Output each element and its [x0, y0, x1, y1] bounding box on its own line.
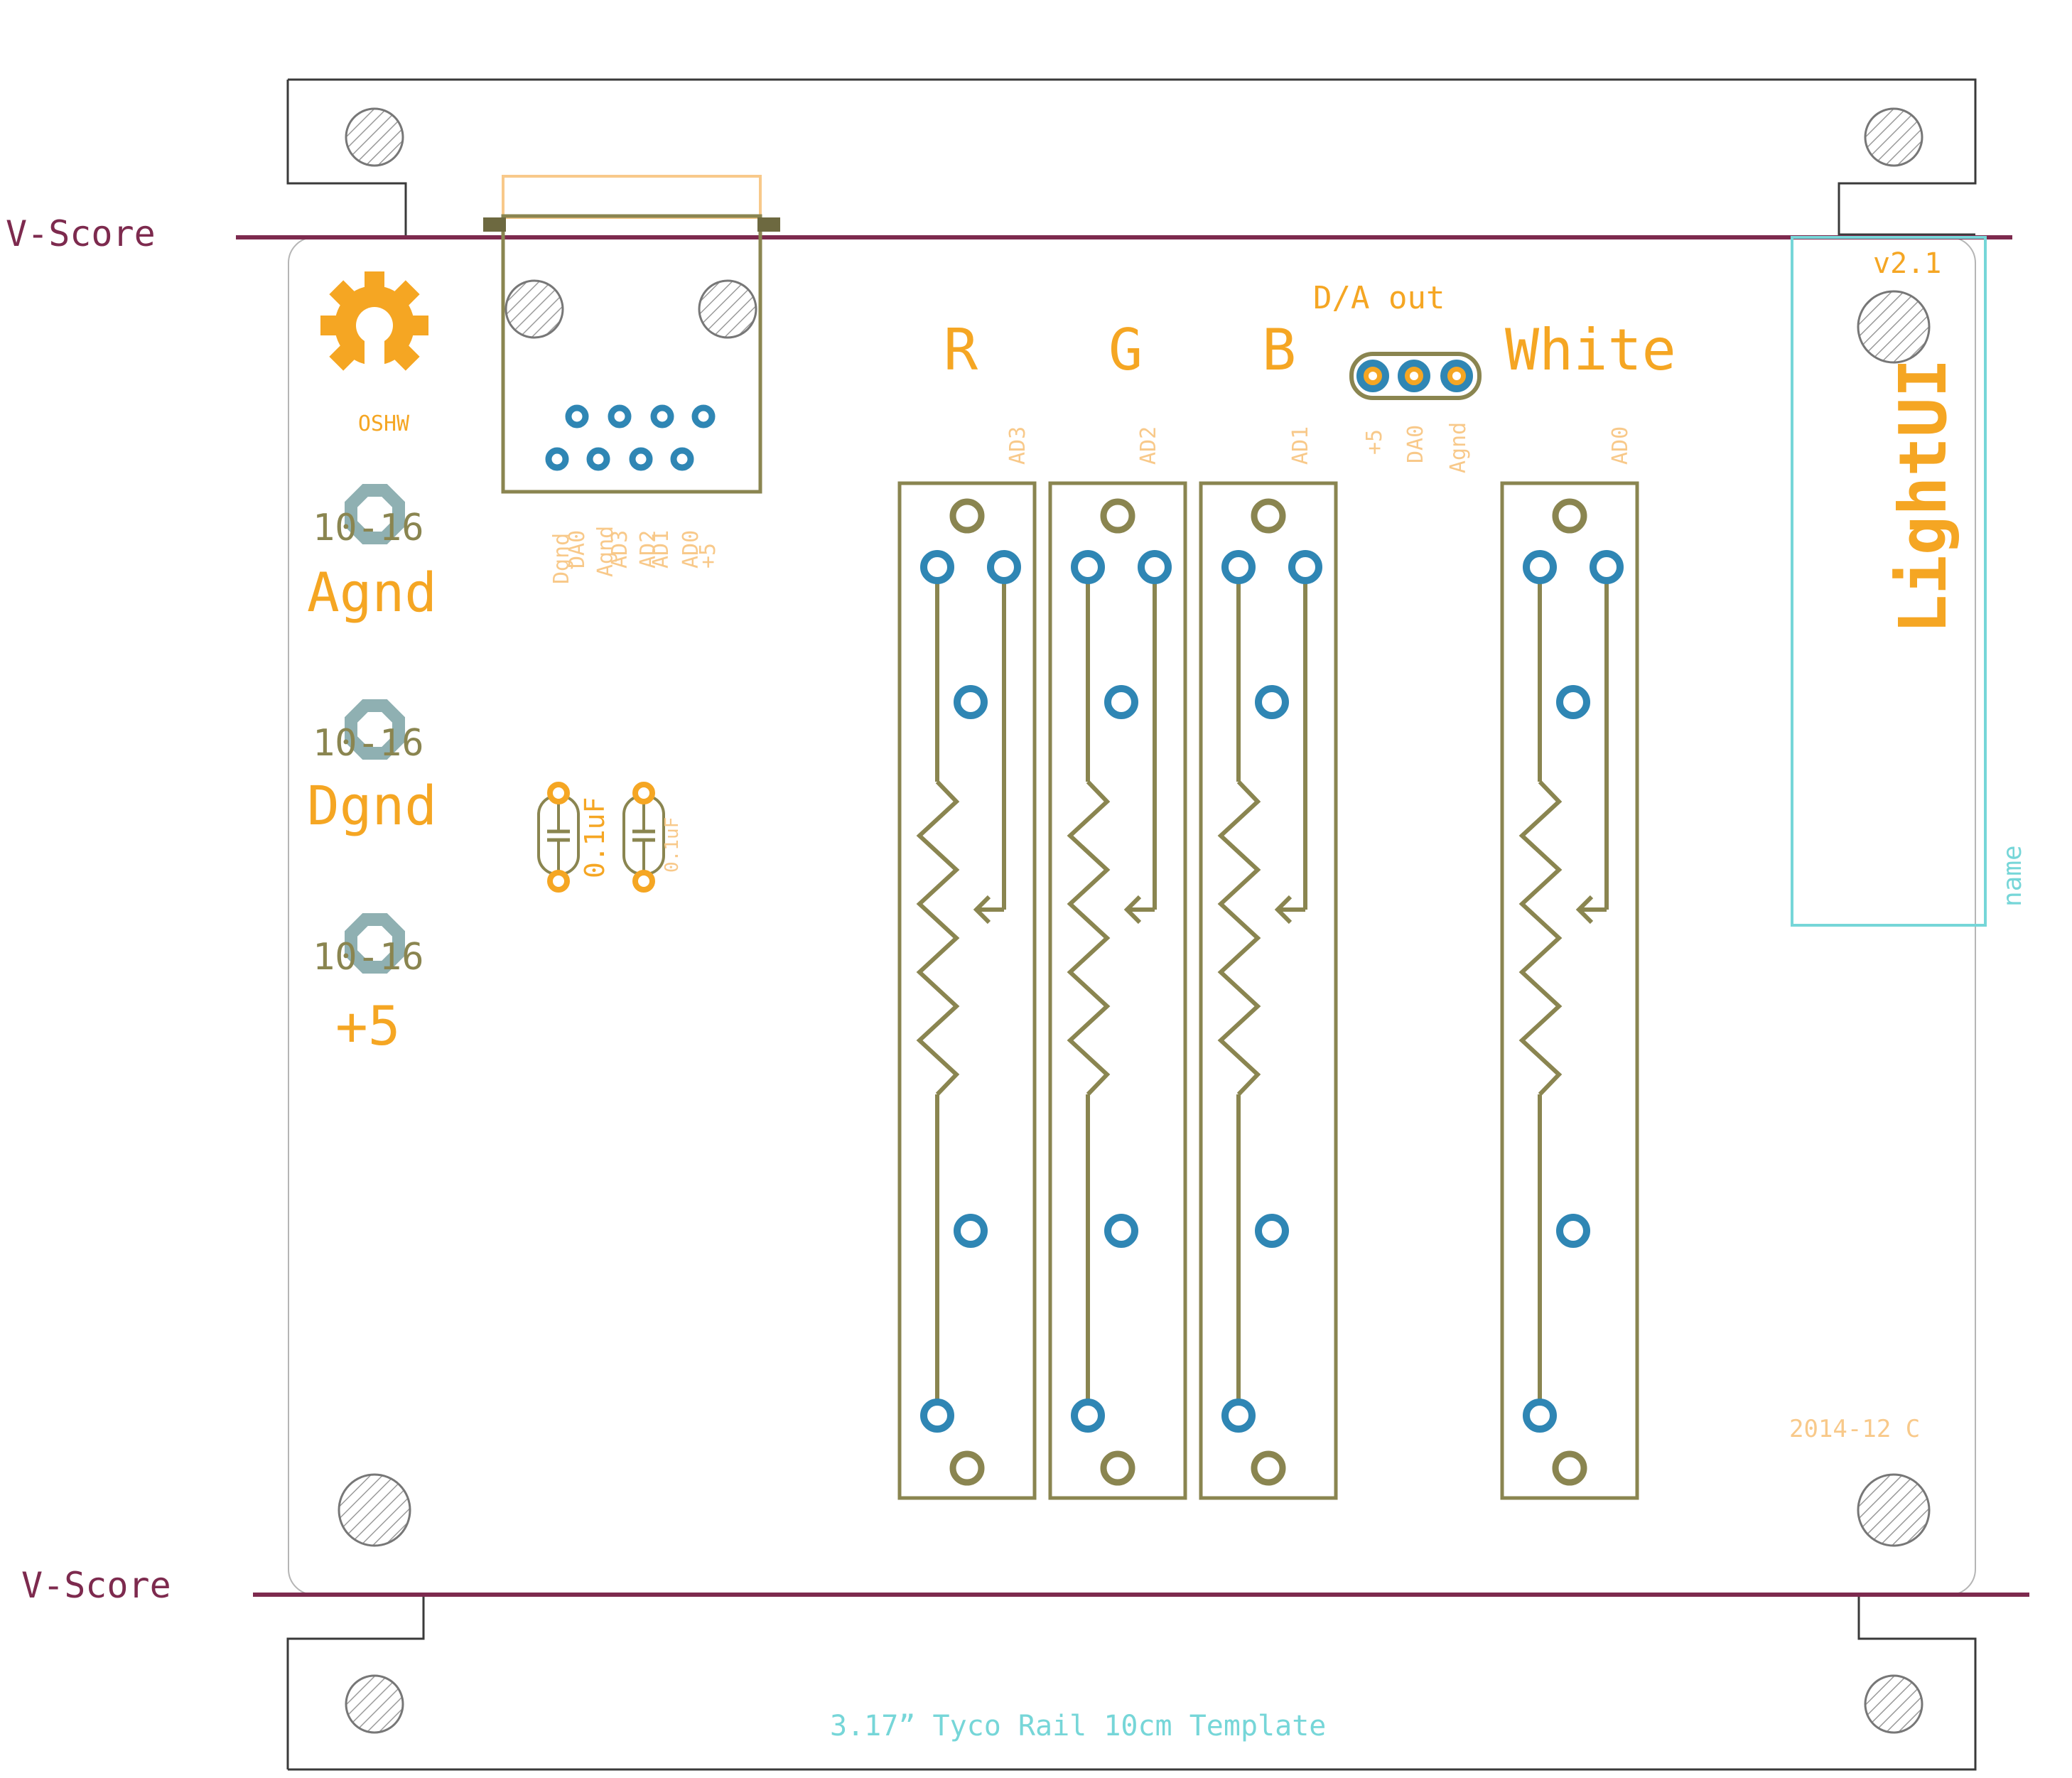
oshw-label: OSHW	[358, 411, 410, 436]
date-code: 2014-12 C	[1789, 1415, 1920, 1443]
template-label: 3.17” Tyco Rail 10cm Template	[830, 1710, 1326, 1742]
capacitor-c1: 0.1uF	[537, 782, 610, 893]
connector-pin-label: AD3	[608, 530, 632, 569]
slider-channel-label: G	[1108, 317, 1143, 383]
connector-pin-label: Dgnd	[549, 533, 574, 584]
mounting-holes	[338, 107, 1931, 1734]
slider-signal-label: AD1	[1288, 426, 1313, 465]
slider-signal-label: AD2	[1136, 426, 1161, 465]
terminal-5v: 10-16 +5	[313, 913, 424, 1057]
mount-hole	[1864, 107, 1923, 167]
slider-signal-label: AD3	[1005, 426, 1030, 465]
connector-pin-label: AD2	[636, 530, 661, 569]
mount-hole	[504, 279, 564, 339]
mount-hole	[698, 279, 757, 339]
connector-pin-label: AD0	[679, 530, 703, 569]
mount-hole	[1857, 290, 1931, 364]
connector-pin-label: +5	[696, 543, 721, 569]
terminal-label: Agnd	[307, 561, 437, 624]
capacitor-c2: 0.1uF	[622, 782, 683, 893]
terminal-code: 10-16	[313, 722, 424, 765]
header-pin-label: DA0	[1403, 425, 1428, 463]
v-score-label-top: V-Score	[6, 213, 156, 254]
terminal-code: 10-16	[313, 507, 424, 549]
mount-hole	[338, 1473, 411, 1547]
label-box: v2.1 LightUI name	[1791, 236, 2027, 927]
oshw-logo-icon	[320, 271, 428, 371]
top-rail-tab	[286, 78, 1977, 236]
header-pin-label: +5	[1362, 429, 1387, 455]
bottom-rail-tab	[286, 1596, 1977, 1771]
terminal-label: Dgnd	[307, 774, 437, 837]
da-out-header: D/A out +5 DA0 Agnd	[1313, 280, 1482, 473]
mount-hole	[345, 1674, 404, 1734]
mount-hole	[1857, 1473, 1931, 1547]
connector-pin-label: Agnd	[593, 526, 618, 577]
version-label: v2.1	[1873, 247, 1941, 280]
slider-g: G AD2	[1048, 317, 1187, 1500]
connector-pin-labels: Dgnd DA0 Agnd AD3 AD2 AD1 AD0 +5	[549, 526, 721, 584]
terminal-label: +5	[335, 994, 401, 1057]
slider-channel-label: B	[1262, 317, 1296, 383]
slider-white: White AD0	[1500, 317, 1676, 1500]
connector-pin-label: DA0	[565, 530, 590, 569]
terminal-agnd: 10-16 Agnd	[307, 484, 437, 624]
header-title: D/A out	[1313, 280, 1445, 316]
slider-b: B AD1	[1199, 317, 1338, 1500]
slider-channel-label: White	[1505, 317, 1676, 383]
name-label: name	[1998, 845, 2027, 907]
connector-footprint	[483, 175, 780, 494]
slider-signal-label: AD0	[1608, 426, 1633, 465]
v-score-label-bottom: V-Score	[21, 1565, 171, 1606]
terminal-code: 10-16	[313, 936, 424, 979]
slider-channel-label: R	[944, 317, 978, 383]
capacitor-label: 0.1uF	[662, 817, 683, 873]
header-pin-label: Agnd	[1446, 422, 1471, 473]
capacitor-label: 0.1uF	[579, 797, 610, 878]
mount-hole	[345, 107, 404, 167]
connector-pin-label: AD1	[649, 530, 674, 569]
mount-hole	[1864, 1674, 1923, 1734]
product-title: LightUI	[1885, 358, 1961, 634]
slider-r: R AD3	[897, 317, 1037, 1500]
terminal-dgnd: 10-16 Dgnd	[307, 699, 437, 837]
